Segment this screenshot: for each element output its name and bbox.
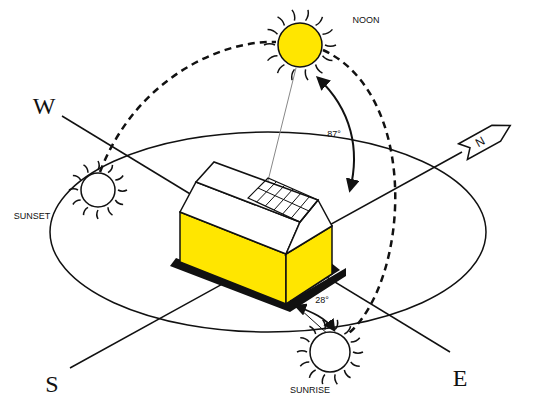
time-label: SUNRISE — [290, 386, 330, 395]
time-label: NOON — [353, 16, 380, 25]
sunset-sun — [69, 161, 127, 219]
time-label: SUNSET — [14, 212, 51, 221]
angle-label: 28° — [315, 296, 329, 305]
south-north-axis — [70, 152, 462, 368]
compass-letter: S — [45, 372, 58, 396]
compass-letter: W — [33, 94, 56, 118]
sunrise-sun — [297, 320, 363, 384]
horizon-ellipse — [50, 132, 486, 332]
noon-sun — [264, 10, 336, 80]
azimuth-angle-arc — [296, 306, 334, 330]
azimuth-line — [290, 300, 330, 336]
house — [180, 162, 332, 304]
solar-collector — [257, 182, 310, 218]
angle-label: 87° — [327, 130, 341, 139]
compass-letter: E — [453, 366, 468, 390]
altitude-angle-arc — [318, 78, 354, 190]
sun-path-arc — [323, 50, 395, 334]
compass-pointer — [459, 118, 515, 160]
sun-path-arc — [100, 42, 276, 172]
